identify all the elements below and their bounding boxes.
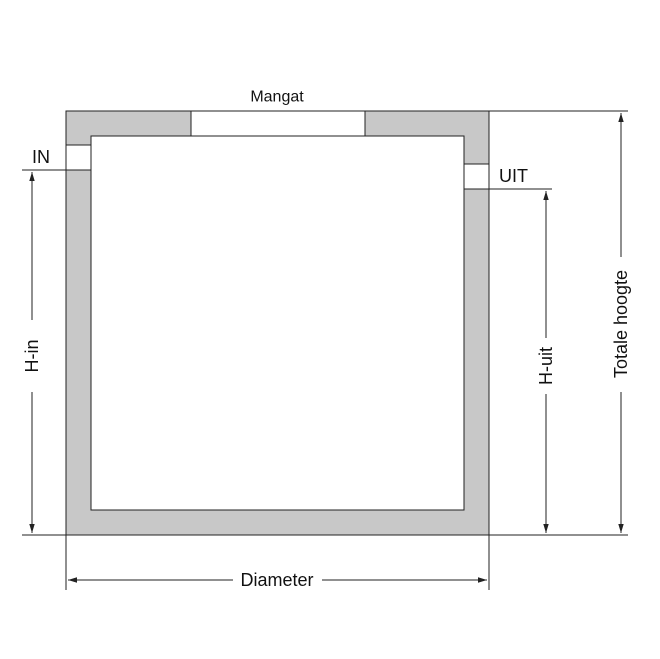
outlet-opening bbox=[463, 163, 490, 190]
manhole-opening bbox=[190, 110, 366, 137]
inlet-label: IN bbox=[32, 147, 50, 167]
outlet-label: UIT bbox=[499, 166, 528, 186]
diameter-label: Diameter bbox=[240, 570, 313, 590]
total-height-label: Totale hoogte bbox=[611, 270, 631, 378]
tank-wall bbox=[65, 110, 490, 536]
inlet-opening bbox=[65, 144, 92, 171]
manhole-label: Mangat bbox=[250, 89, 304, 106]
h-in-label: H-in bbox=[22, 339, 42, 372]
h-uit-label: H-uit bbox=[536, 347, 556, 385]
